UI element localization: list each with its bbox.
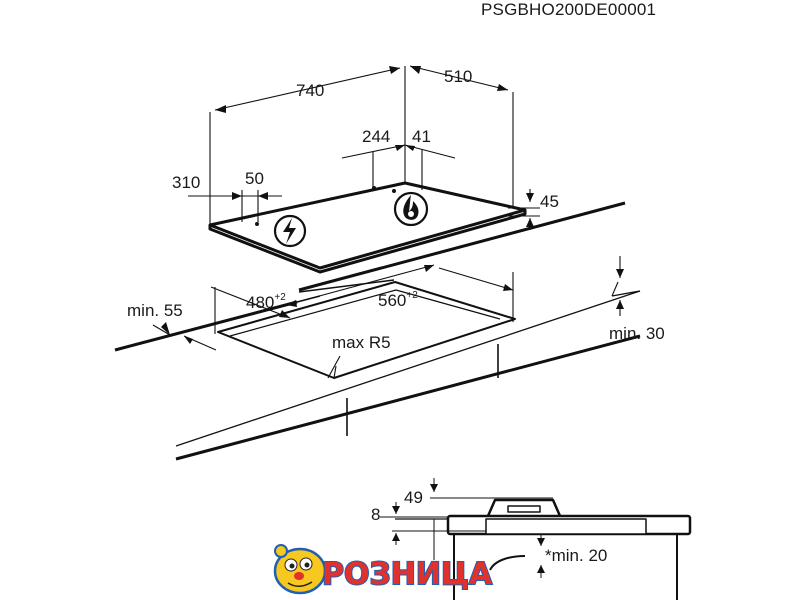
gas-flame-icon: [393, 191, 429, 227]
section-detail: [380, 478, 692, 600]
dim-min-55: min. 55: [127, 301, 183, 320]
section-arrows: [392, 484, 545, 573]
electric-symbol-icon: [273, 214, 307, 248]
dim-50: 50: [245, 169, 264, 188]
dim-49: 49: [404, 488, 423, 507]
dim-310: 310: [172, 173, 200, 192]
dim-244: 244: [362, 127, 390, 146]
cutout-dimension-arrows: [161, 265, 624, 344]
hob-dimension-arrows: [215, 66, 534, 227]
dim-510: 510: [444, 67, 472, 86]
worktop: [114, 201, 641, 461]
mascot-icon: [273, 544, 327, 595]
cutout-dimension-lines: [152, 256, 621, 379]
watermark-text: РОЗНИЦА: [322, 557, 493, 592]
dim-min-30: min. 30: [609, 324, 665, 343]
dim-45: 45: [540, 192, 559, 211]
dim-480: 480+2: [246, 292, 286, 312]
cutout: [217, 279, 516, 379]
watermark-logo: РОЗНИЦА: [273, 544, 494, 595]
dim-41: 41: [412, 127, 431, 146]
dim-8: 8: [371, 505, 380, 524]
dim-560: 560+2: [378, 290, 418, 310]
document-code: PSGBHO200DE00001: [481, 0, 656, 19]
dim-max-r5: max R5: [332, 333, 391, 352]
dim-min-20: *min. 20: [545, 546, 607, 565]
dim-740: 740: [296, 81, 324, 100]
